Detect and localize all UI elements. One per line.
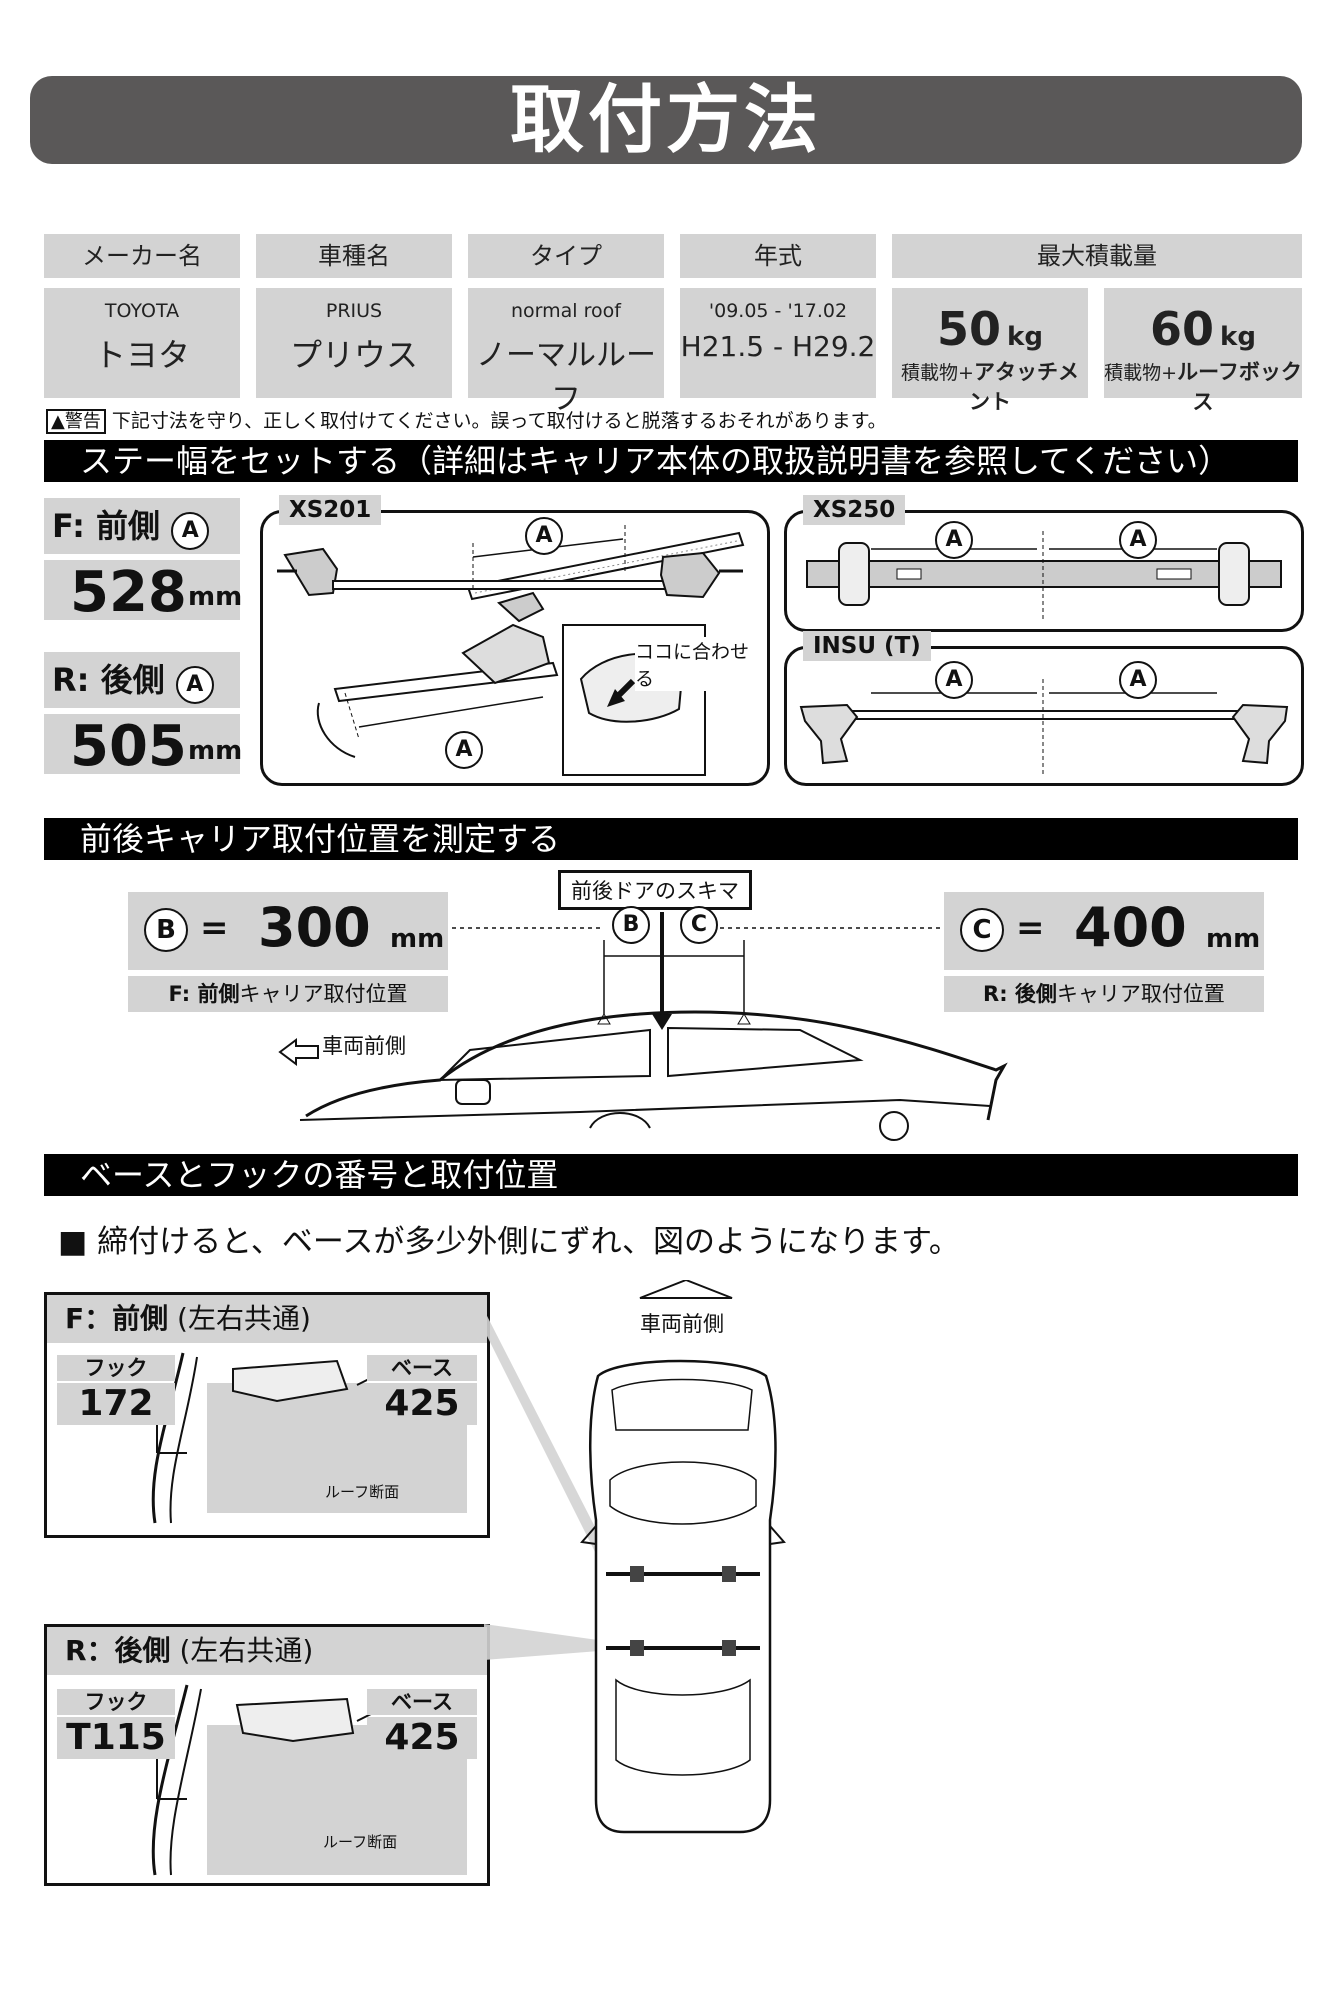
c-measure-box: C = 400 mm — [944, 892, 1264, 970]
align-here-label: ココに合わせる — [635, 637, 767, 691]
front-stay-unit: mm — [188, 582, 243, 612]
xs201-label: XS201 — [279, 495, 382, 525]
header-type: タイプ — [468, 234, 664, 278]
load-attachment-prefix: 積載物+ — [901, 362, 974, 384]
model-cell: PRIUS プリウス — [256, 288, 452, 398]
insu-label: INSU (T) — [803, 631, 931, 661]
page-title: 取付方法 — [30, 76, 1302, 164]
type-cell: normal roof ノーマルルーフ — [468, 288, 664, 417]
front-hook-value: 172 — [57, 1383, 175, 1425]
front-hook-label: フック — [57, 1355, 175, 1381]
type-jp: ノーマルルーフ — [476, 338, 656, 417]
b-measure-box: B = 300 mm — [128, 892, 448, 970]
xs201-dim-a-bottom: A — [445, 731, 483, 769]
front-stay-value-box: 528 mm — [44, 560, 243, 625]
xs250-dim-a-left: A — [935, 521, 973, 559]
model-en: PRIUS — [325, 300, 383, 322]
maker-jp: トヨタ — [93, 336, 190, 374]
rear-roof-label: ルーフ断面 — [323, 1833, 398, 1851]
circle-a-icon: A — [175, 666, 214, 704]
c-equals: = — [1016, 908, 1045, 948]
header-max-load: 最大積載量 — [892, 234, 1302, 278]
section-stay-width-title: ステー幅をセットする（詳細はキャリア本体の取扱説明書を参照してください） — [44, 440, 1298, 482]
header-year: 年式 — [680, 234, 876, 278]
load-roofbox-unit: kg — [1220, 322, 1256, 352]
section-measure-title: 前後キャリア取付位置を測定する — [44, 818, 1298, 860]
c-caption: R: 後側キャリア取付位置 — [944, 976, 1264, 1012]
header-maker: メーカー名 — [44, 234, 240, 278]
rear-hook-label: フック — [57, 1689, 175, 1715]
car-top-view-illustration — [484, 1280, 786, 1834]
xs250-illustration — [806, 531, 1282, 621]
c-unit: mm — [1206, 924, 1261, 954]
load-attachment-label: アタッチメント — [969, 360, 1079, 414]
xs250-dim-a-right: A — [1119, 521, 1157, 559]
load-attachment-value: 50 — [937, 302, 1002, 356]
rear-stay-label: R: 後側 A — [44, 652, 240, 708]
rear-hook-value: T115 — [57, 1717, 175, 1759]
b-caption: F: 前側キャリア取付位置 — [128, 976, 448, 1012]
warning-icon: ▲ — [51, 411, 65, 432]
b-value: 300 — [258, 896, 371, 959]
type-en: normal roof — [511, 300, 621, 322]
vehicle-front-label: 車両前側 — [322, 1034, 406, 1058]
circle-c-icon: C — [960, 908, 1004, 952]
insu-dim-a-left: A — [935, 661, 973, 699]
insu-dim-a-right: A — [1119, 661, 1157, 699]
b-unit: mm — [390, 924, 445, 954]
xs201-dim-a-top: A — [525, 517, 563, 555]
section-base-hook-title: ベースとフックの番号と取付位置 — [44, 1154, 1298, 1196]
circle-b-small-icon: B — [612, 906, 650, 944]
header-model: 車種名 — [256, 234, 452, 278]
top-view-vehicle-front-label: 車両前側 — [640, 1312, 724, 1336]
front-base-value: 425 — [367, 1383, 477, 1425]
shift-note: ■ 締付けると、ベースが多少外側にずれ、図のようになります。 — [58, 1224, 960, 1260]
year-western: '09.05 - '17.02 — [708, 300, 848, 322]
load-roofbox-label: ルーフボックス — [1177, 360, 1302, 414]
rear-detail-box: R：後側 (左右共通) フック T115 ベース 425 ルーフ断面 — [44, 1624, 490, 1886]
year-cell: '09.05 - '17.02 H21.5 - H29.2 — [680, 288, 876, 398]
warning-tag: ▲警告 — [46, 409, 106, 434]
model-jp: プリウス — [289, 336, 418, 374]
front-stay-value: 528 — [70, 560, 187, 625]
front-base-label: ベース — [367, 1355, 477, 1381]
front-roof-section-illustration — [151, 1352, 467, 1524]
insu-illustration — [799, 679, 1289, 777]
year-japanese: H21.5 - H29.2 — [680, 330, 876, 363]
xs250-label: XS250 — [803, 495, 906, 525]
circle-c-small-icon: C — [680, 906, 718, 944]
maker-cell: TOYOTA トヨタ — [44, 288, 240, 398]
xs250-panel: XS250 A A — [784, 495, 1304, 632]
front-roof-label: ルーフ断面 — [325, 1483, 400, 1501]
rear-base-value: 425 — [367, 1717, 477, 1759]
car-side-illustration — [278, 912, 1008, 1141]
front-stay-label: F: 前側 A — [44, 498, 240, 554]
rear-base-label: ベース — [367, 1689, 477, 1715]
xs201-illustration — [277, 525, 745, 776]
warning-text: 下記寸法を守り、正しく取付けてください。誤って取付けると脱落するおそれがあります… — [111, 410, 887, 432]
load-roofbox-prefix: 積載物+ — [1104, 362, 1178, 384]
warning-line: ▲警告下記寸法を守り、正しく取付けてください。誤って取付けると脱落するおそれがあ… — [46, 406, 887, 434]
rear-stay-value-box: 505 mm — [44, 714, 243, 779]
circle-b-icon: B — [144, 908, 188, 952]
circle-a-icon: A — [171, 512, 210, 550]
front-detail-box: F：前側 (左右共通) フック 172 ベース 425 ルーフ断面 — [44, 1292, 490, 1538]
xs201-panel: XS201 A A ココに合わせる — [260, 495, 770, 786]
maker-en: TOYOTA — [104, 300, 180, 322]
rear-stay-value: 505 — [70, 714, 187, 779]
rear-stay-unit: mm — [188, 736, 243, 766]
insu-panel: INSU (T) A A — [784, 631, 1304, 786]
door-gap-label: 前後ドアのスキマ — [558, 870, 752, 910]
rear-detail-title: R：後側 (左右共通) — [47, 1627, 487, 1675]
load-attachment-unit: kg — [1007, 322, 1043, 352]
load-roofbox-value: 60 — [1150, 302, 1215, 356]
c-value: 400 — [1074, 896, 1187, 959]
front-detail-title: F：前側 (左右共通) — [47, 1295, 487, 1343]
b-equals: = — [200, 908, 229, 948]
